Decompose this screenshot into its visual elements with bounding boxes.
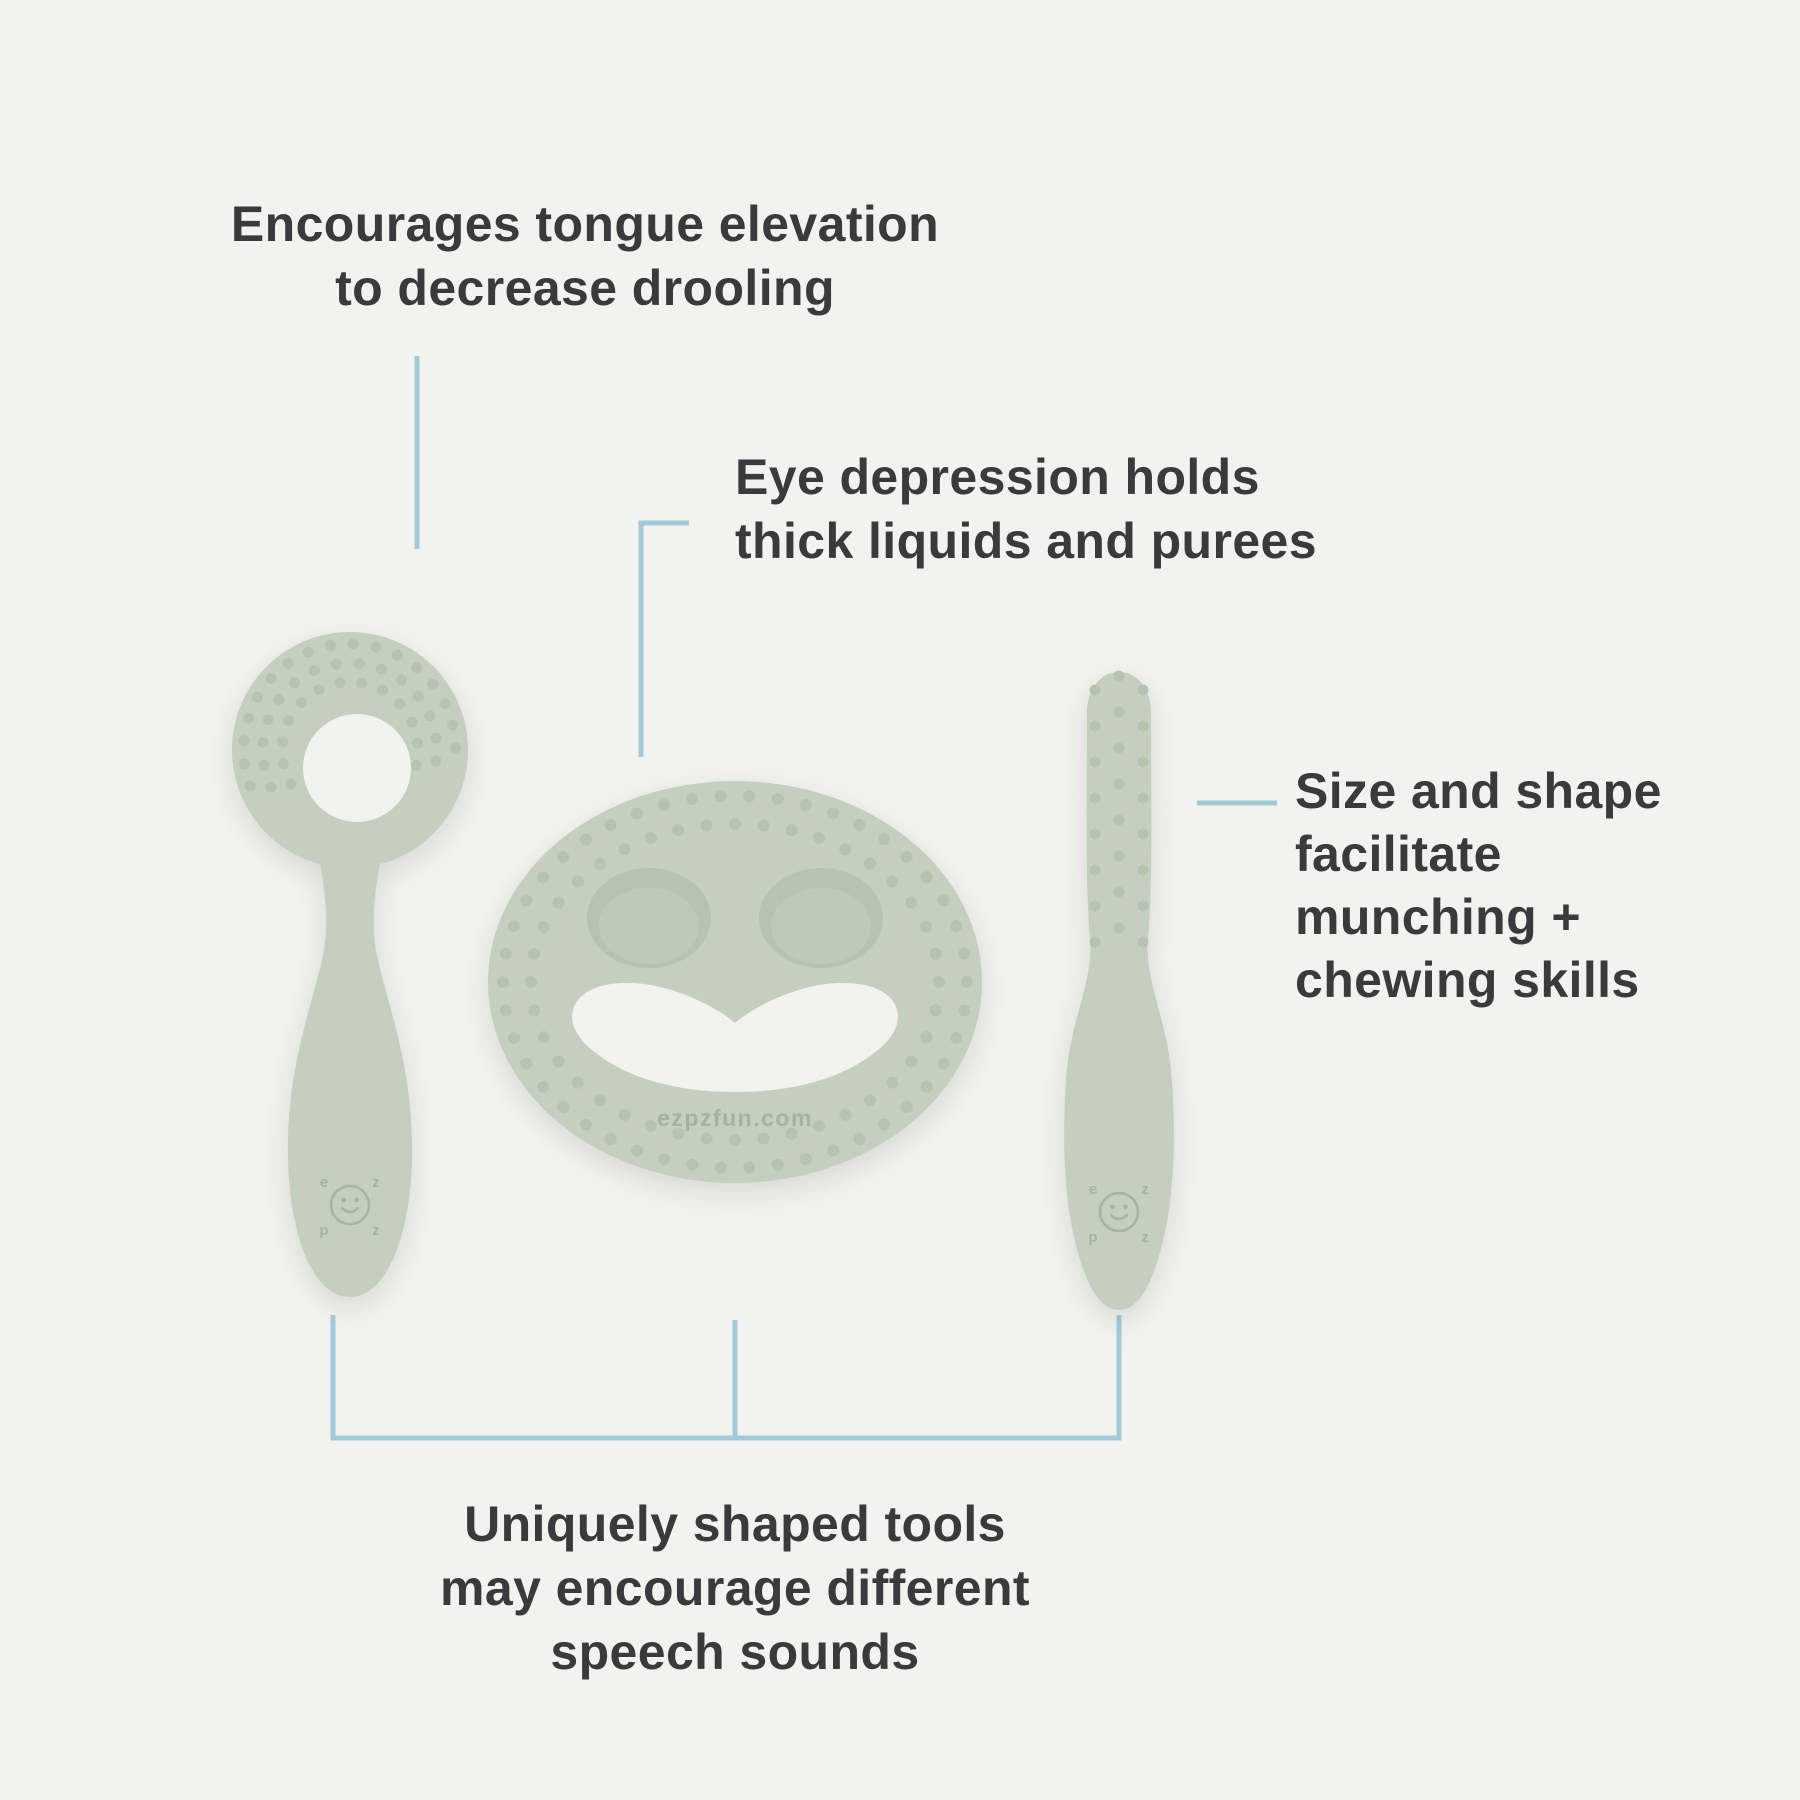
caption-line: Size and shape xyxy=(1295,763,1662,819)
caption-line: thick liquids and purees xyxy=(735,513,1317,569)
bump-ring-outer xyxy=(497,790,973,1174)
logo-eye xyxy=(1123,1204,1128,1210)
ring-teether-hole xyxy=(303,714,411,822)
ring-teether-bumps xyxy=(238,638,462,793)
logo-smile xyxy=(1109,1213,1129,1221)
logo-eye xyxy=(341,1197,346,1203)
caption-line: Uniquely shaped tools xyxy=(464,1496,1006,1552)
caption-eye-depression: Eye depression holds thick liquids and p… xyxy=(735,445,1317,573)
caption-size-shape: Size and shape facilitate munching + che… xyxy=(1295,760,1662,1012)
bump-row-middle xyxy=(257,657,443,793)
logo-letter-z: z xyxy=(1141,1181,1149,1198)
connector-unique-tools-bracket xyxy=(330,1315,1122,1441)
caption-line: munching + xyxy=(1295,889,1581,945)
bump-ring-inner xyxy=(525,818,945,1146)
logo-letter-z: z xyxy=(372,1222,380,1239)
logo-face-circle xyxy=(329,1184,371,1226)
brand-website-text: ezpzfun.com xyxy=(657,1105,813,1131)
logo-eye xyxy=(354,1197,359,1203)
caption-line: chewing skills xyxy=(1295,952,1640,1008)
oval-teether-tool: ezpzfun.com xyxy=(488,781,982,1183)
logo-eye xyxy=(1110,1204,1115,1210)
stick-teether-tool: e z p z xyxy=(1064,670,1174,1310)
stick-teether-body xyxy=(1064,672,1174,1310)
eye-depression-right-inner xyxy=(771,888,871,964)
logo-letter-p: p xyxy=(1088,1229,1097,1246)
eye-depression-left-inner xyxy=(599,888,699,964)
caption-line: speech sounds xyxy=(550,1624,920,1680)
caption-line: Encourages tongue elevation xyxy=(230,196,940,252)
logo-letter-z: z xyxy=(372,1174,380,1191)
connector-eye-depression xyxy=(638,520,689,757)
ezpz-logo-mark: e z p z xyxy=(319,1174,379,1239)
caption-line: facilitate xyxy=(1295,826,1502,882)
logo-letter-e: e xyxy=(320,1174,328,1191)
connector-lines xyxy=(330,356,1277,1441)
caption-tongue-elevation: Encourages tongue elevation to decrease … xyxy=(170,192,1000,320)
logo-letter-z: z xyxy=(1141,1229,1149,1246)
ezpz-logo-mark: e z p z xyxy=(1088,1181,1148,1246)
logo-letter-p: p xyxy=(319,1222,328,1239)
eye-depressions xyxy=(587,868,883,968)
smile-cutout xyxy=(572,982,898,1092)
bump-row-inner xyxy=(276,676,424,790)
ring-teether-handle xyxy=(287,838,413,1297)
caption-line: to decrease drooling xyxy=(335,260,835,316)
caption-line: Eye depression holds xyxy=(735,449,1260,505)
ring-teether-tool: e z p z xyxy=(232,632,468,1297)
caption-unique-tools: Uniquely shaped tools may encourage diff… xyxy=(385,1492,1085,1684)
logo-smile xyxy=(340,1206,360,1214)
stick-teether-bumps xyxy=(1089,670,1149,964)
oval-teether-bumps xyxy=(497,790,973,1174)
logo-letter-e: e xyxy=(1089,1181,1097,1198)
logo-face-circle xyxy=(1098,1191,1140,1233)
caption-line: may encourage different xyxy=(440,1560,1030,1616)
